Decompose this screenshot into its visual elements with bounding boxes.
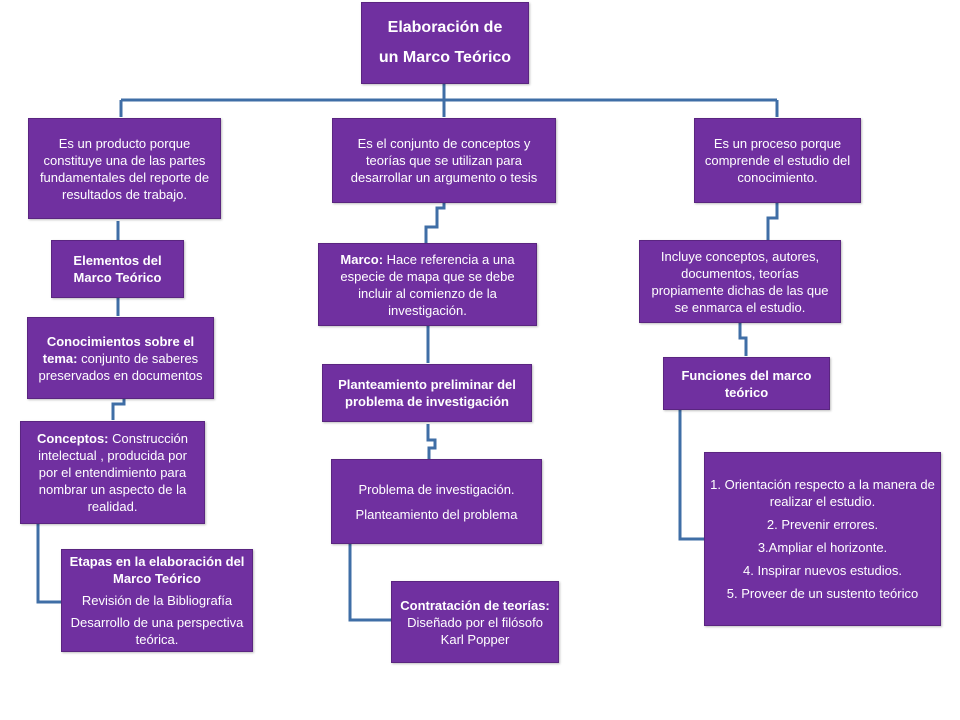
frame-content: Marco: Hace referencia a una especie de …	[325, 251, 530, 319]
connector-set-frame	[424, 203, 446, 243]
includes-text: Incluye conceptos, autores, documentos, …	[651, 248, 829, 315]
function-item-4: 4. Inspirar nuevos estudios.	[743, 563, 902, 578]
knowledge-box: Conocimientos sobre el tema: conjunto de…	[27, 317, 214, 399]
elements-text: Elementos del Marco Teórico	[73, 253, 162, 285]
frame-bold: Marco:	[340, 251, 384, 267]
contrast-box: Contratación de teorías: Diseñado por el…	[391, 581, 559, 663]
stages-item-1: Revisión de la Bibliografía	[81, 593, 233, 608]
stages-title: Etapas en la elaboración del Marco Teóri…	[69, 554, 245, 586]
knowledge-text: conjunto de saberes preservados en docum…	[38, 350, 203, 383]
title-line-2: un Marco Teórico	[378, 49, 512, 66]
title-line-1: Elaboración de	[387, 19, 503, 36]
functions-box: Funciones del marco teórico	[663, 357, 830, 410]
stages-item-2: Desarrollo de una perspectiva teórica.	[70, 615, 244, 647]
set-text: Es el conjunto de conceptos y teorías qu…	[350, 136, 538, 185]
connector-includes-functions	[738, 323, 748, 356]
connector-problem-contrast	[348, 544, 392, 622]
stages-box: Etapas en la elaboración del Marco Teóri…	[61, 549, 253, 652]
function-item-3: 3.Ampliar el horizonte.	[757, 540, 888, 555]
connector-functions-list	[678, 410, 705, 541]
functions-list-box: 1. Orientación respecto a la manera de r…	[704, 452, 941, 626]
set-box: Es el conjunto de conceptos y teorías qu…	[332, 118, 556, 203]
concepts-content: Conceptos: Construcción intelectual , pr…	[27, 430, 198, 515]
product-text: Es un producto porque constituye una de …	[39, 135, 210, 202]
concepts-bold: Conceptos:	[37, 431, 109, 446]
function-item-2: 2. Prevenir errores.	[766, 517, 879, 532]
concepts-box: Conceptos: Construcción intelectual , pr…	[20, 421, 205, 524]
frame-text: Hace referencia a una especie de mapa qu…	[340, 251, 515, 318]
connector-knowledge-concepts	[111, 399, 126, 420]
elements-box: Elementos del Marco Teórico	[51, 240, 184, 298]
knowledge-bold: Conocimientos sobre el tema:	[42, 333, 195, 366]
includes-box: Incluye conceptos, autores, documentos, …	[639, 240, 841, 323]
function-item-1: 1. Orientación respecto a la manera de r…	[710, 477, 935, 509]
contrast-text: Diseñado por el filósofo Karl Popper	[407, 614, 543, 647]
problem-line-1: Problema de investigación.	[358, 481, 515, 497]
process-text: Es un proceso porque comprende el estudi…	[704, 136, 851, 185]
problem-box: Problema de investigación. Planteamiento…	[331, 459, 542, 544]
concepts-text: Construcción intelectual , producida por…	[38, 431, 188, 514]
problem-line-2: Planteamiento del problema	[355, 506, 518, 522]
product-box: Es un producto porque constituye una de …	[28, 118, 221, 219]
functions-text: Funciones del marco teórico	[681, 367, 812, 400]
process-box: Es un proceso porque comprende el estudi…	[694, 118, 861, 203]
contrast-bold: Contratación de teorías:	[400, 597, 550, 613]
connector-preliminary-problem	[426, 424, 437, 459]
title-box: Elaboración de un Marco Teórico	[361, 2, 529, 84]
frame-box: Marco: Hace referencia a una especie de …	[318, 243, 537, 326]
connector-process-includes	[766, 203, 779, 240]
connector-concepts-stages	[36, 524, 61, 604]
function-item-5: 5. Proveer de un sustento teórico	[726, 586, 919, 601]
knowledge-content: Conocimientos sobre el tema: conjunto de…	[34, 333, 207, 384]
preliminary-text: Planteamiento preliminar del problema de…	[338, 377, 516, 409]
preliminary-box: Planteamiento preliminar del problema de…	[322, 364, 532, 422]
